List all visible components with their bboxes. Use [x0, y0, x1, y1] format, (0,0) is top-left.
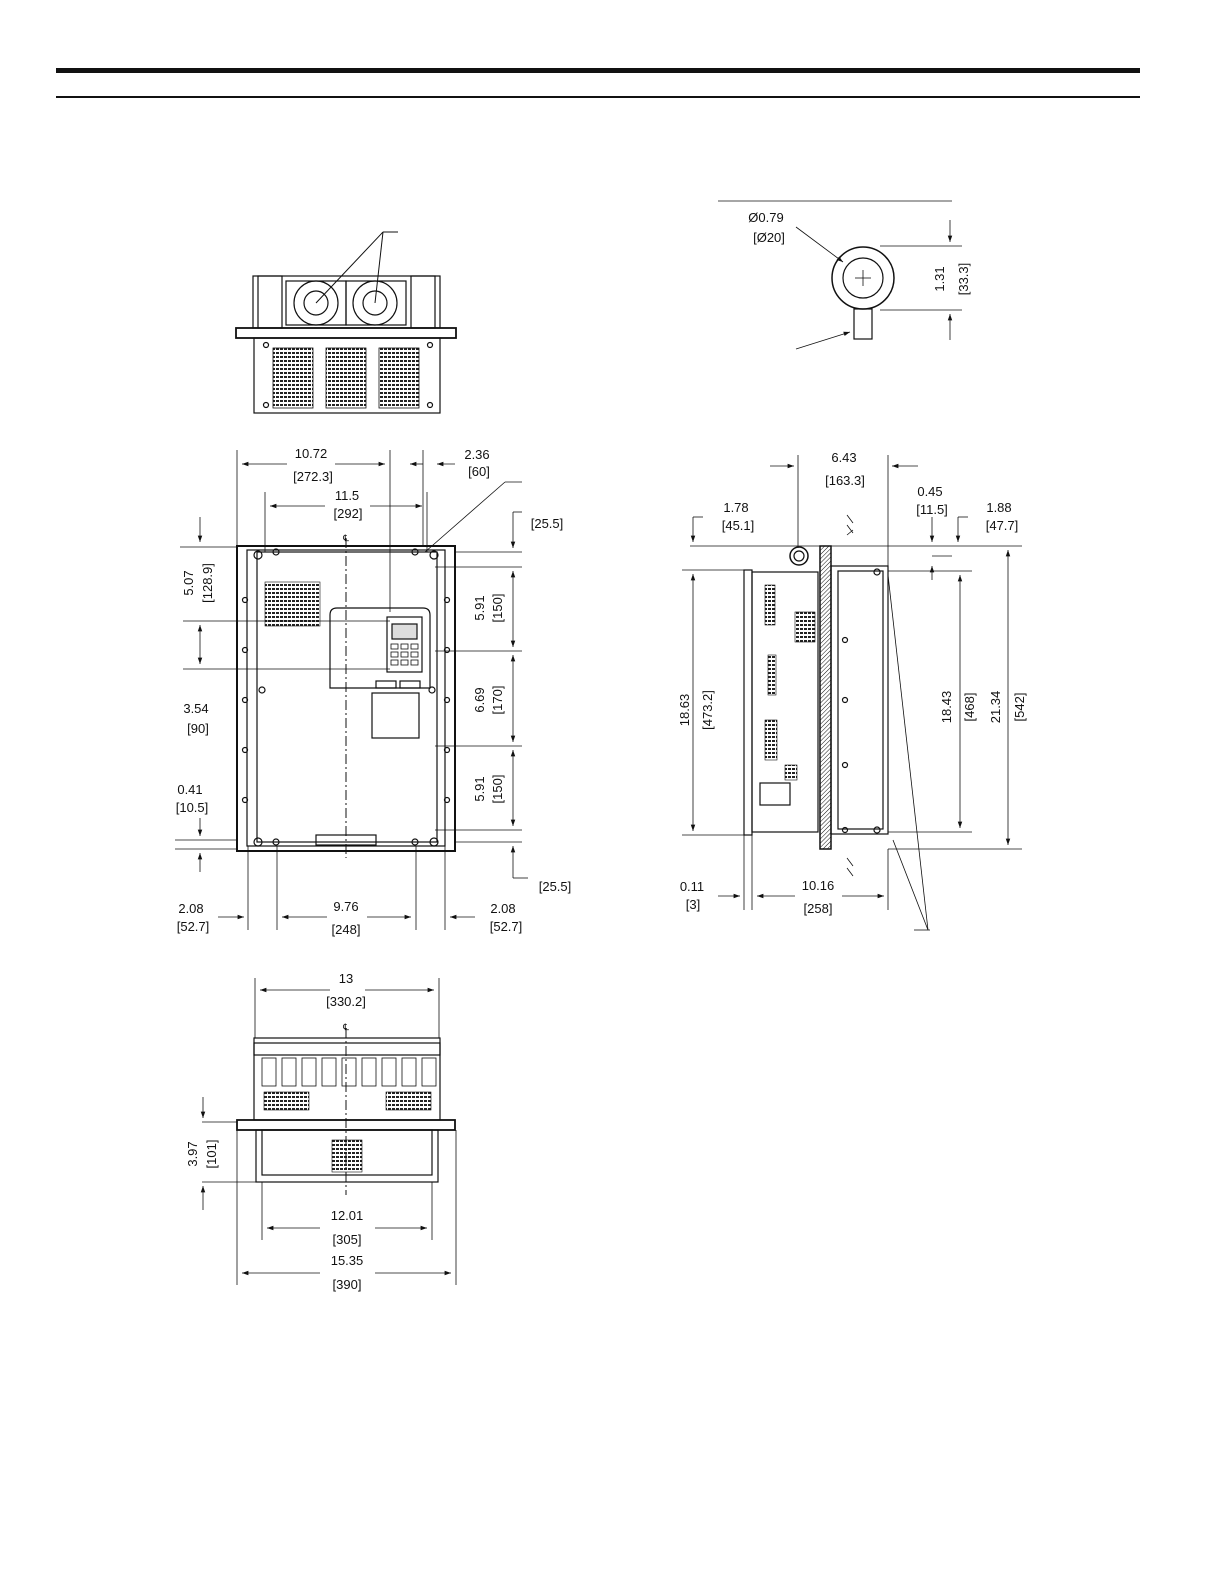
side-height-overall-in: 21.34: [988, 691, 1003, 724]
header-rule-thick: [56, 68, 1140, 73]
bottom-overall-width-in: 15.35: [331, 1253, 364, 1268]
side-depth-bottom-in: 10.16: [802, 878, 835, 893]
front-bottom-margin-in: 0.41: [177, 782, 202, 797]
bottom-centerline-mark: ℄: [342, 1022, 349, 1032]
side-flange-in: 0.45: [917, 484, 942, 499]
front-keypad-height-in: 3.54: [183, 701, 208, 716]
bottom-view: [200, 978, 457, 1285]
side-flange-mm: [11.5]: [916, 502, 948, 517]
front-seg1-mm: [150]: [490, 594, 505, 623]
side-flange-thick-mm: [3]: [686, 897, 700, 912]
front-top-margin-mm: [25.5]: [531, 516, 564, 531]
side-height-inner-mm: [468]: [962, 693, 977, 722]
eyebolt-diameter-in: Ø0.79: [748, 210, 783, 225]
front-hole-span-in: 11.5: [335, 488, 359, 503]
front-right-edge-mm: [52.7]: [490, 919, 523, 934]
side-right-offset-in: 1.88: [986, 500, 1011, 515]
front-bottom-margin-mm: [10.5]: [176, 800, 209, 815]
front-seg2-mm: [170]: [490, 686, 505, 715]
front-left-edge-mm: [52.7]: [177, 919, 210, 934]
side-height-left-mm: [473.2]: [700, 690, 715, 730]
side-view-body: [751, 571, 819, 833]
bottom-depth-in: 3.97: [185, 1141, 200, 1166]
front-left-edge-in: 2.08: [178, 901, 203, 916]
eyebolt-diameter-mm: [Ø20]: [753, 230, 785, 245]
side-depth-top-in: 6.43: [831, 450, 856, 465]
header-rule-thin: [56, 96, 1140, 98]
front-bottom-offset-mm: [25.5]: [539, 879, 572, 894]
front-offset-right-mm: [60]: [468, 464, 490, 479]
side-right-offset-mm: [47.7]: [986, 518, 1019, 533]
bottom-inner-width-in: 12.01: [331, 1208, 364, 1223]
front-seg3-mm: [150]: [490, 775, 505, 804]
front-hole-span-mm: [292]: [334, 506, 363, 521]
side-height-overall-mm: [542]: [1012, 693, 1027, 722]
side-height-inner-in: 18.43: [939, 691, 954, 724]
side-view: [682, 455, 1022, 931]
side-left-offset-mm: [45.1]: [722, 518, 755, 533]
eyebolt-detail: [718, 200, 962, 350]
front-top-to-keypad-in: 5.07: [181, 570, 196, 595]
front-keypad-height-mm: [90]: [187, 721, 209, 736]
front-view: [175, 450, 528, 930]
front-centerline-mark: ℄: [342, 533, 349, 543]
bottom-depth-mm: [101]: [204, 1140, 219, 1169]
front-right-edge-in: 2.08: [490, 901, 515, 916]
side-view-flange: [819, 545, 832, 850]
side-left-offset-in: 1.78: [723, 500, 748, 515]
top-view: [235, 231, 457, 414]
front-seg3-in: 5.91: [472, 776, 487, 801]
side-depth-bottom-mm: [258]: [804, 901, 833, 916]
front-seg2-in: 6.69: [472, 687, 487, 712]
side-eyebolt-icon: [789, 546, 809, 566]
bottom-top-width-mm: [330.2]: [326, 994, 366, 1009]
bottom-top-width-in: 13: [339, 971, 353, 986]
front-seg1-in: 5.91: [472, 595, 487, 620]
bottom-inner-width-mm: [305]: [333, 1232, 362, 1247]
front-width-left-in: 10.72: [295, 446, 328, 461]
side-flange-thick-in: 0.11: [680, 879, 704, 894]
front-offset-right-in: 2.36: [464, 447, 489, 462]
front-center-span-in: 9.76: [333, 899, 358, 914]
side-height-left-in: 18.63: [677, 694, 692, 727]
front-top-to-keypad-mm: [128.9]: [200, 563, 215, 603]
side-depth-top-mm: [163.3]: [825, 473, 865, 488]
eyebolt-height-mm: [33.3]: [956, 263, 971, 296]
eyebolt-height-in: 1.31: [932, 266, 947, 291]
labels: Ø0.79 [Ø20] 1.31 [33.3] 10.72 [272.3] 2.…: [176, 210, 1027, 1292]
front-width-left-mm: [272.3]: [293, 469, 333, 484]
bottom-overall-width-mm: [390]: [333, 1277, 362, 1292]
front-center-span-mm: [248]: [332, 922, 361, 937]
